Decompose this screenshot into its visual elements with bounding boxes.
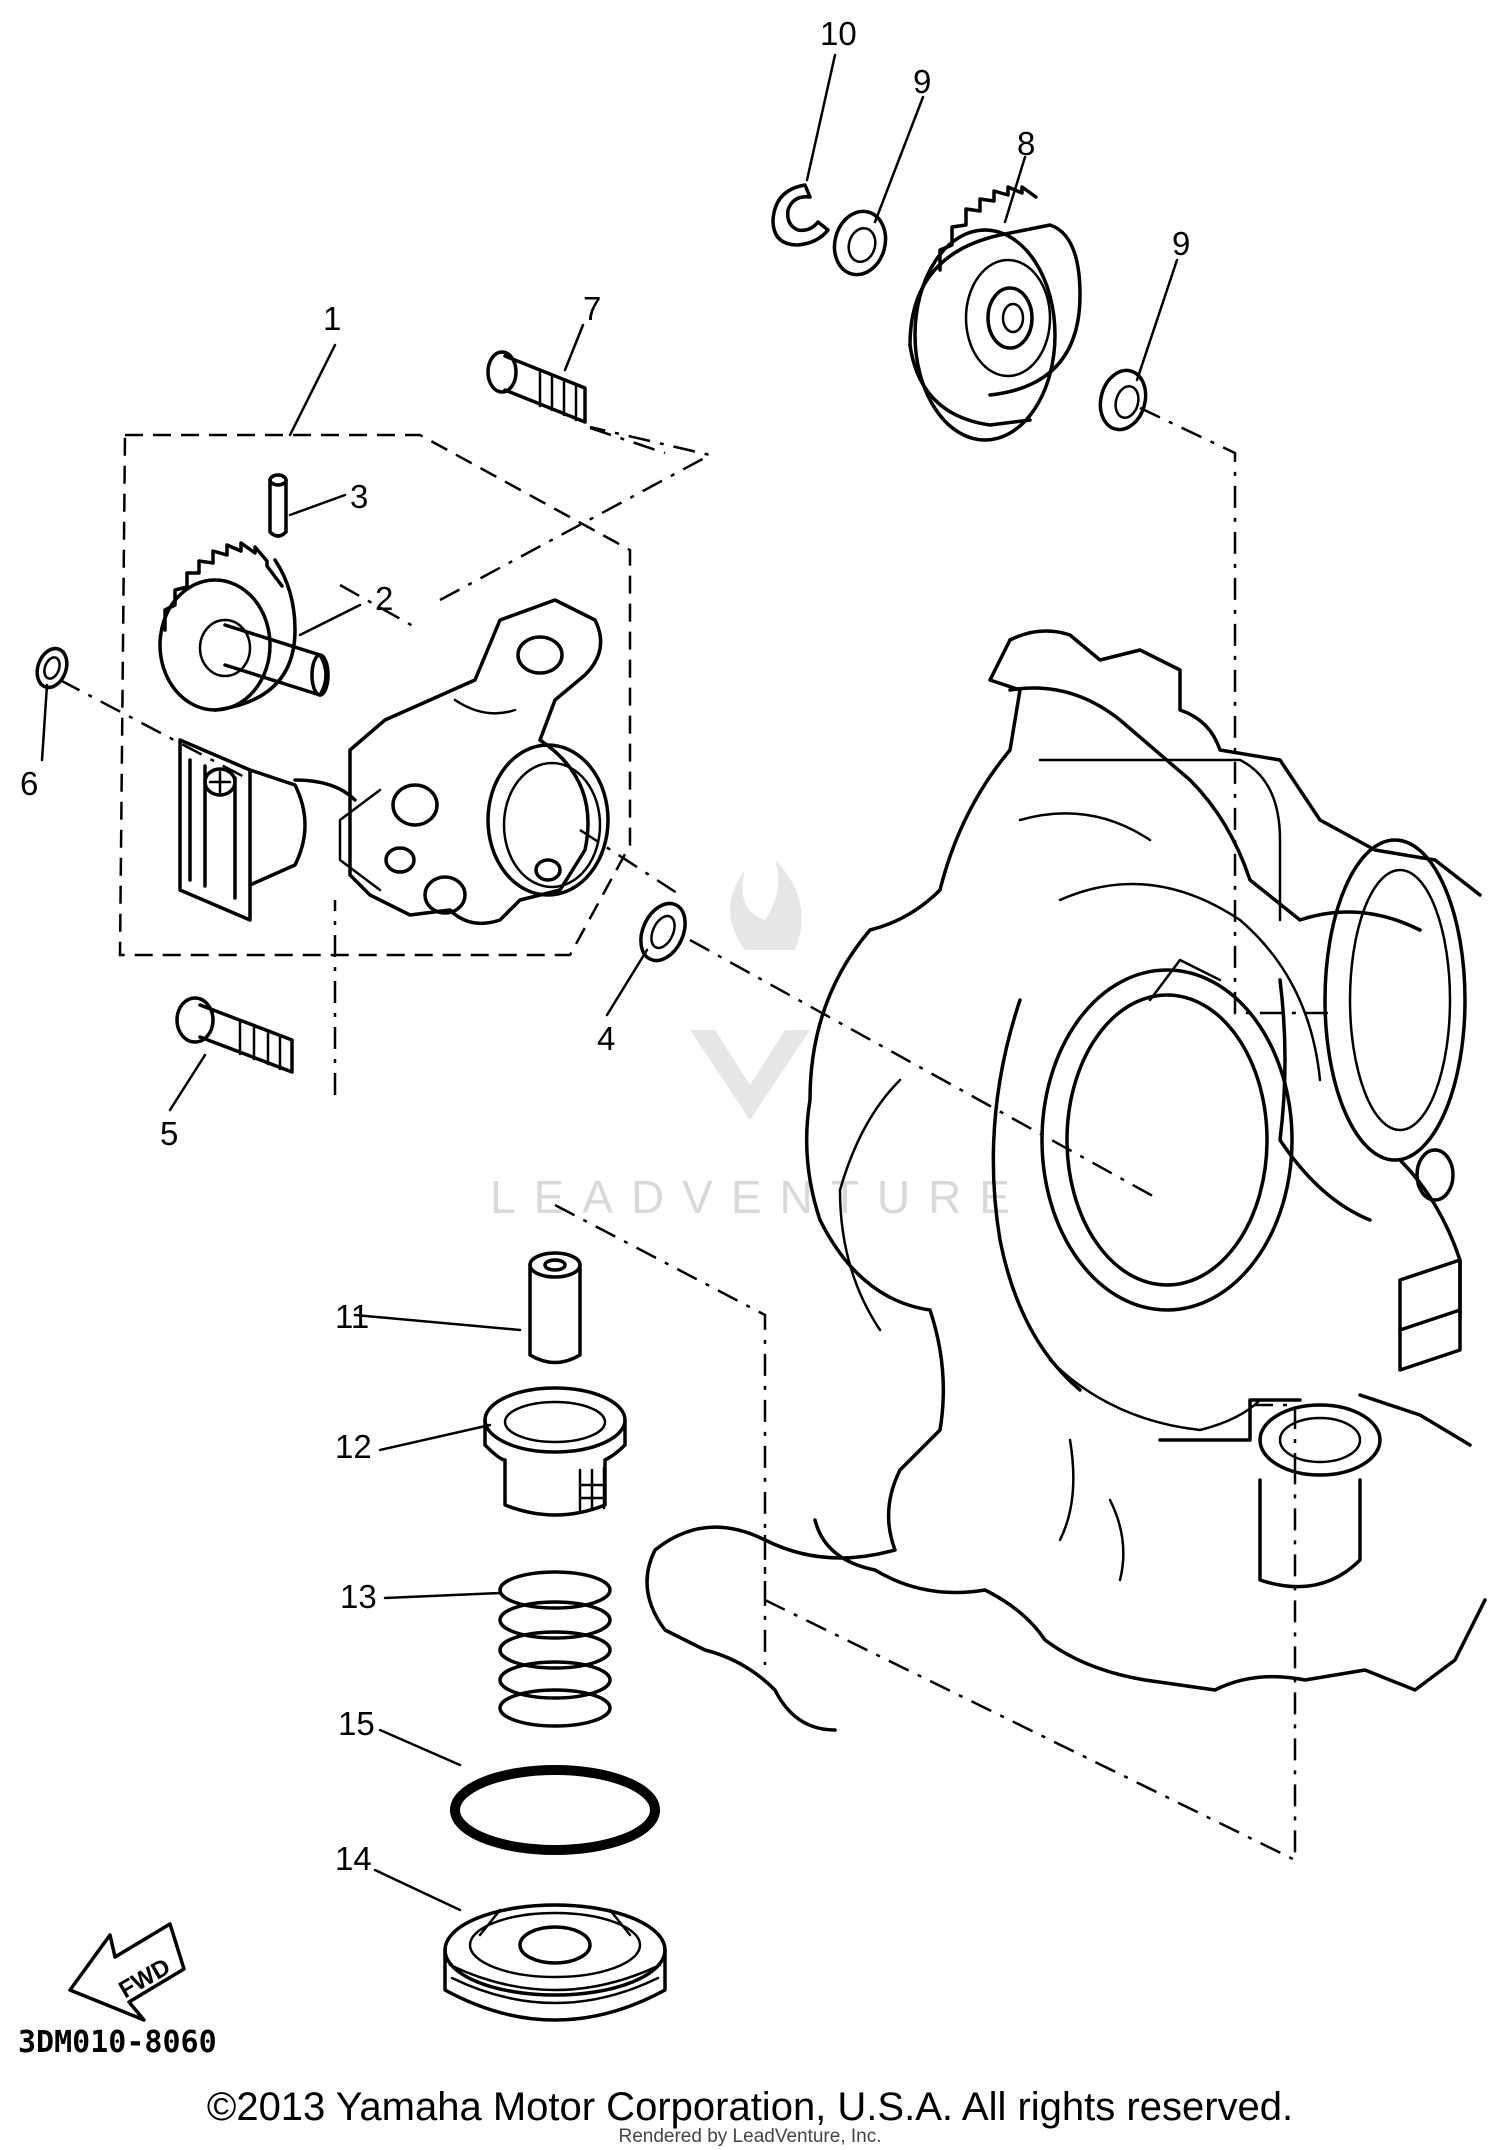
leader-lines: [40, 53, 1179, 1912]
diagram-code: 3DM010-8060: [18, 2025, 217, 2060]
callout-12: 12: [335, 1428, 372, 1465]
pump-strainer: [178, 738, 357, 922]
callout-4: 4: [597, 1020, 615, 1057]
o-ring-part-15: [450, 1765, 660, 1855]
oil-pump-assembly-bracket: [118, 343, 632, 957]
crankcase: [645, 629, 1487, 1732]
pin-part-3: [268, 473, 288, 538]
screw-part-5: [175, 996, 294, 1074]
callout-1: 1: [323, 300, 341, 337]
copyright-notice: ©2013 Yamaha Motor Corporation, U.S.A. A…: [206, 2085, 1294, 2129]
callout-7: 7: [583, 290, 601, 327]
reference-lines: [59, 406, 1335, 1863]
washer-part-9-lower: [1098, 368, 1148, 432]
watermark: LEADVENTURE: [490, 860, 1028, 1223]
rendered-by-notice: Rendered by LeadVenture, Inc.: [618, 2126, 882, 2147]
callout-14: 14: [335, 1840, 372, 1877]
callout-8: 8: [1017, 125, 1035, 162]
svg-text:LEADVENTURE: LEADVENTURE: [490, 1171, 1028, 1223]
callout-2: 2: [375, 580, 393, 617]
o-ring-part-4: [639, 901, 687, 963]
callout-15: 15: [338, 1705, 375, 1742]
callout-13: 13: [340, 1578, 377, 1615]
pipe-part-11: [528, 1251, 582, 1365]
oil-pump-body: [338, 598, 610, 926]
o-ring-part-6: [35, 646, 69, 690]
strainer-part-12: [483, 1386, 627, 1517]
spring-part-13: [498, 1570, 612, 1728]
washer-part-9-upper: [832, 209, 888, 277]
drain-plug-part-14: [443, 1903, 667, 2022]
fwd-label: FWD: [114, 1953, 175, 2004]
callout-9a: 9: [913, 63, 931, 100]
forward-arrow-icon: FWD: [68, 1922, 186, 2022]
idler-gear-part-8: [908, 185, 1082, 442]
screw-part-7: [486, 350, 587, 424]
callout-3: 3: [350, 478, 368, 515]
callout-9b: 9: [1172, 225, 1190, 262]
callout-10: 10: [820, 15, 857, 52]
pump-drive-gear: [158, 541, 330, 712]
callout-11: 11: [335, 1298, 369, 1335]
callout-6: 6: [20, 765, 38, 802]
circlip-part-10: [771, 183, 830, 247]
callout-5: 5: [160, 1115, 178, 1152]
callouts: 1 2 3 4 5 6 7 8 9 9 10 11 12 13 15 14: [20, 15, 1190, 1877]
